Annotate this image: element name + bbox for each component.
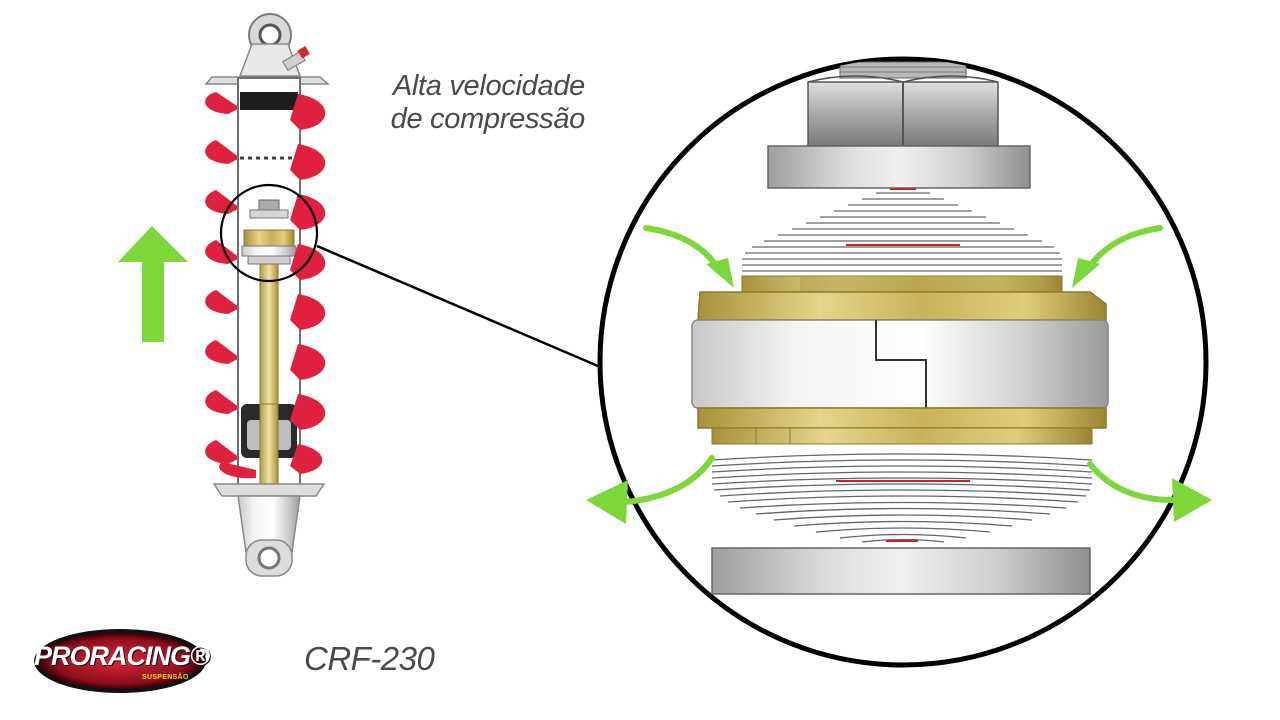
valve-icon [282, 46, 310, 72]
arrow-up-icon [118, 226, 188, 342]
upper-shim-stack [742, 192, 1062, 272]
bottom-spring-seat [212, 483, 326, 497]
top-eyelet [238, 13, 310, 77]
main-piston [241, 199, 297, 265]
spring [205, 92, 240, 464]
caption-line-1: Alta velocidade [392, 70, 585, 102]
top-washer [767, 145, 1031, 189]
valve-detail [597, 56, 1209, 668]
bottom-washer [711, 547, 1091, 595]
leader-line [316, 244, 599, 368]
floating-piston [240, 92, 298, 110]
proracing-logo: PRORACING® SUSPENSÃO [34, 628, 210, 694]
caption: Alta velocidade de compressão [340, 70, 586, 136]
logo-text: PRORACING® [34, 641, 210, 671]
brass-spacer-bottom [711, 427, 1093, 445]
lower-shim-stack [711, 453, 1093, 543]
detail-circle-small [219, 183, 319, 283]
caption-line-2: de compressão [390, 103, 586, 135]
nut [807, 61, 999, 147]
model-label: CRF-230 [304, 640, 435, 677]
logo-subtext: SUSPENSÃO [142, 674, 189, 681]
shock-absorber [204, 13, 330, 577]
bottom-eyelet [245, 539, 293, 577]
logo-badge [34, 629, 206, 693]
piston-body [691, 291, 1109, 429]
arrowheads [586, 258, 1212, 524]
